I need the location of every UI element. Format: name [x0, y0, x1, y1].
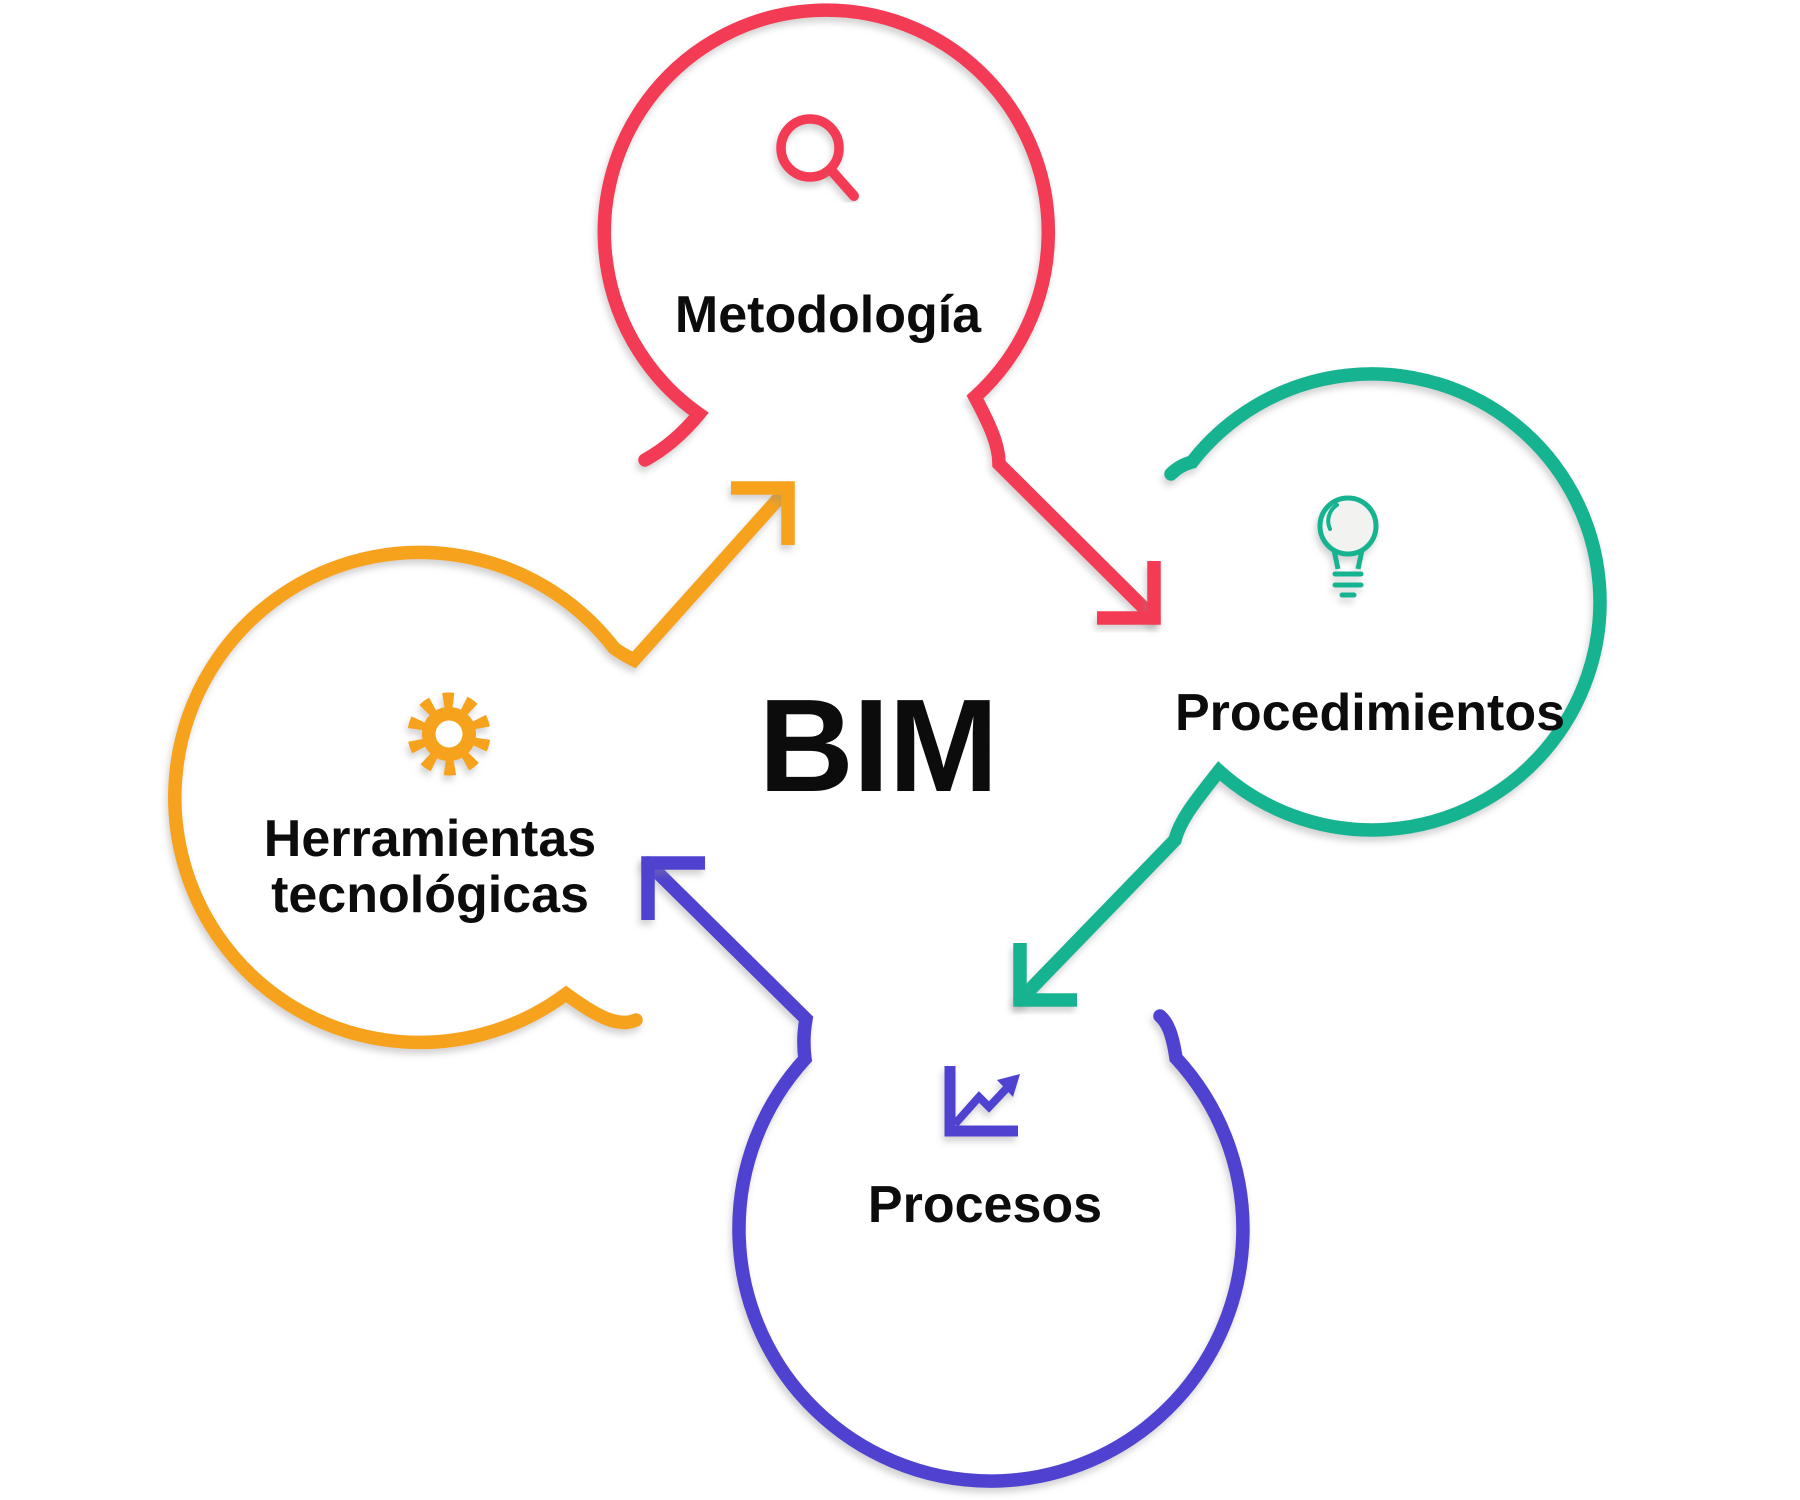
- trend-chart-arrow-tip: [997, 1074, 1020, 1097]
- gear-teeth: [407, 692, 491, 776]
- node-herramientas: Herramientas tecnológicas: [168, 481, 795, 1050]
- gear-hole: [435, 720, 463, 748]
- herramientas-arrowhead: [731, 481, 795, 545]
- procesos-circle-with-arrow: [641, 856, 1250, 1488]
- bim-center-label: BIM: [759, 672, 998, 819]
- metodologia-arrowhead: [1097, 561, 1161, 625]
- lightbulb-highlight: [1326, 503, 1339, 531]
- trend-chart-icon: [944, 1066, 1020, 1137]
- magnifier-lens: [776, 114, 844, 182]
- node-procedimientos: Procedimientos: [1013, 367, 1607, 1007]
- herramientas-label-line1: Herramientas: [264, 810, 596, 868]
- procedimientos-label: Procedimientos: [1175, 684, 1565, 742]
- procedimientos-circle-with-arrow: [1013, 367, 1607, 1007]
- metodologia-circle-with-arrow: [597, 3, 1161, 625]
- lightbulb-neck-right: [1355, 549, 1365, 570]
- magnifier-icon: [776, 114, 859, 201]
- trend-chart-zigzag-line: [952, 1086, 1009, 1127]
- herramientas-circle-with-arrow: [168, 481, 795, 1050]
- trend-chart-axes: [944, 1066, 1018, 1137]
- node-procesos: Procesos: [641, 856, 1250, 1488]
- magnifier-handle: [826, 165, 859, 201]
- procedimientos-arrowhead: [1013, 943, 1077, 1007]
- procesos-arrowhead: [641, 856, 705, 920]
- lightbulb-icon: [1317, 495, 1379, 598]
- node-metodologia: Metodología: [597, 3, 1161, 625]
- lightbulb-neck-left: [1331, 549, 1341, 570]
- lightbulb-glass: [1317, 495, 1379, 557]
- procesos-label: Procesos: [868, 1176, 1102, 1234]
- herramientas-label-line2: tecnológicas: [271, 866, 589, 924]
- gear-icon: [407, 692, 491, 776]
- metodologia-label: Metodología: [675, 286, 982, 344]
